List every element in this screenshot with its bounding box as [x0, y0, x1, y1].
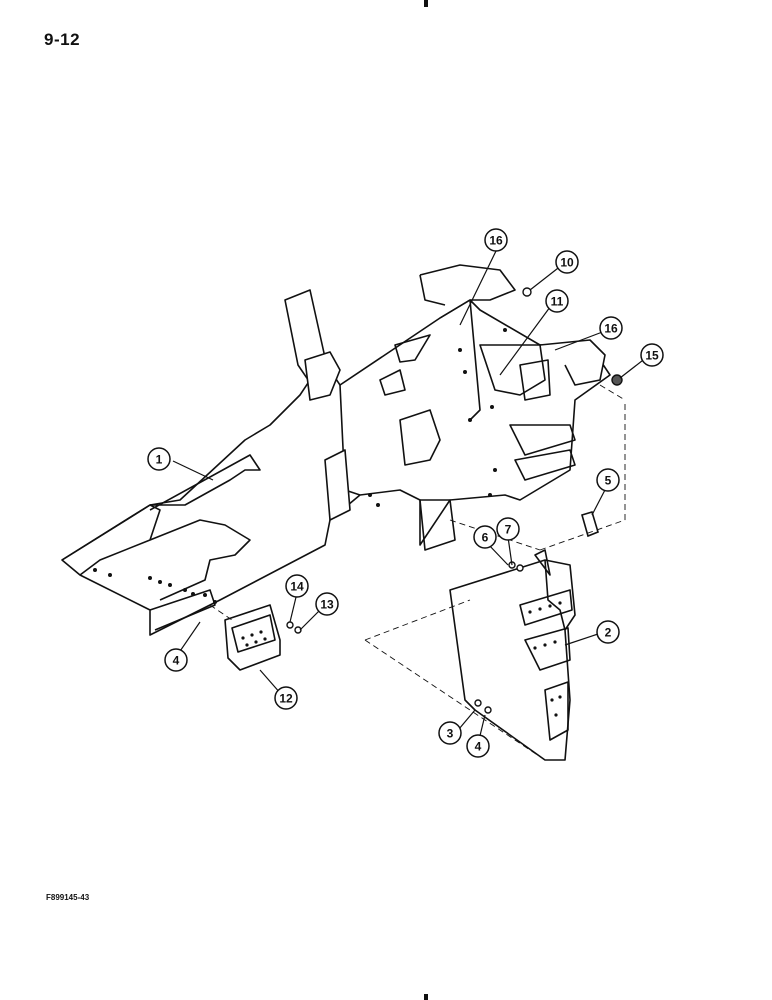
callout-label: 13	[320, 598, 334, 612]
callout-label: 12	[279, 692, 293, 706]
callout-13: 13	[315, 592, 339, 616]
side-step-assembly	[449, 549, 576, 761]
figure-code: F899145-43	[46, 893, 90, 902]
callout-11: 11	[545, 289, 569, 313]
callout-16: 16	[599, 316, 623, 340]
callout-label: 16	[604, 322, 618, 336]
callout-group: 1 2 3 4 4 5 6 7 10 11 12 13 14 15 16 16	[147, 228, 664, 758]
callout-label: 2	[605, 626, 612, 640]
callout-4: 4	[466, 734, 490, 758]
callout-label: 5	[605, 474, 612, 488]
callout-2: 2	[596, 620, 620, 644]
callout-label: 16	[489, 234, 503, 248]
callout-5: 5	[596, 468, 620, 492]
callout-label: 7	[505, 523, 512, 537]
bottom-crop-mark	[424, 994, 428, 1000]
callout-label: 1	[156, 453, 163, 467]
callout-16: 16	[484, 228, 508, 252]
callout-label: 4	[173, 654, 180, 668]
callout-label: 6	[482, 531, 489, 545]
callout-label: 3	[447, 727, 454, 741]
frame-assembly	[61, 264, 611, 636]
top-crop-mark	[424, 0, 428, 7]
page-number: 9-12	[44, 30, 81, 49]
callout-label: 11	[551, 295, 564, 309]
callout-15: 15	[640, 343, 664, 367]
callout-4: 4	[164, 648, 188, 672]
callout-3: 3	[438, 721, 462, 745]
callout-label: 15	[645, 349, 659, 363]
callout-12: 12	[274, 686, 298, 710]
callout-10: 10	[555, 250, 579, 274]
callout-6: 6	[473, 525, 497, 549]
callout-7: 7	[496, 517, 520, 541]
callout-label: 10	[560, 256, 574, 270]
alignment-lines	[209, 384, 626, 761]
callout-1: 1	[147, 447, 171, 471]
bracket-part	[581, 511, 599, 538]
callout-label: 14	[290, 580, 304, 594]
callout-14: 14	[285, 574, 309, 598]
small-step	[224, 604, 281, 671]
hardware	[286, 287, 623, 714]
callout-label: 4	[475, 740, 482, 754]
